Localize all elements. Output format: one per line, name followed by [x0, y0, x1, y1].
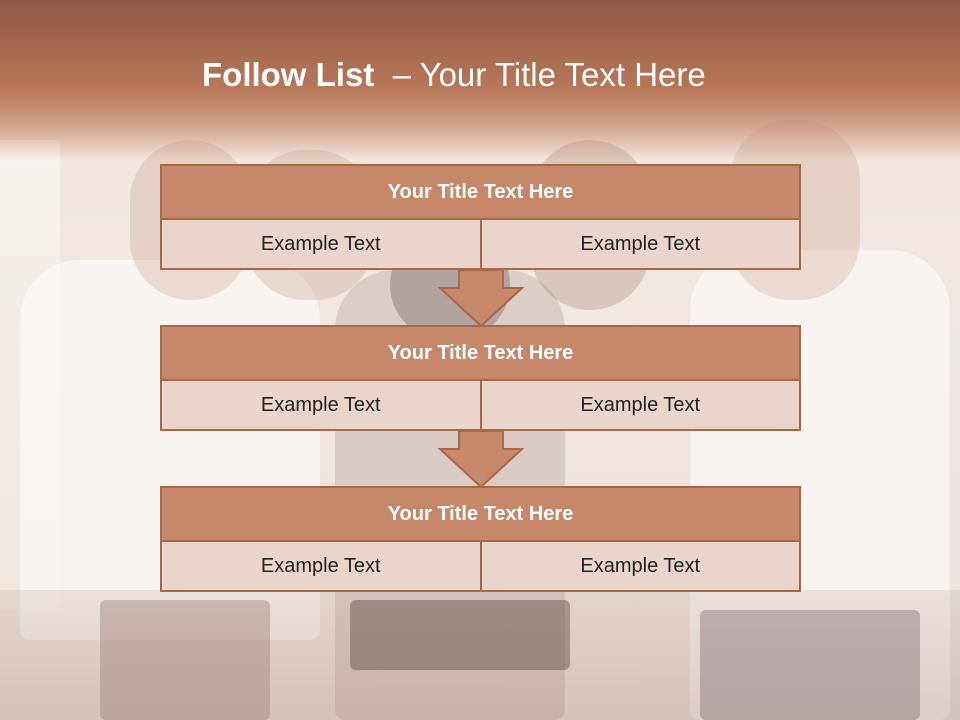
- block-row: Example Text Example Text: [160, 542, 801, 592]
- block-cell-right: Example Text: [481, 542, 801, 592]
- block-title: Your Title Text Here: [160, 325, 801, 381]
- background-floor: [0, 590, 960, 720]
- list-block-2: Your Title Text Here Example Text Exampl…: [160, 325, 801, 431]
- person-shape: [700, 610, 920, 720]
- header-band: [0, 0, 960, 160]
- block-row: Example Text Example Text: [160, 220, 801, 270]
- person-shape: [100, 600, 270, 720]
- block-cell-left: Example Text: [160, 381, 482, 431]
- down-arrow-icon: [438, 431, 524, 489]
- block-cell-left: Example Text: [160, 542, 482, 592]
- block-row: Example Text Example Text: [160, 381, 801, 431]
- tablet-device: [350, 600, 570, 670]
- slide-title: Follow List – Your Title Text Here: [0, 56, 960, 94]
- block-cell-right: Example Text: [481, 220, 801, 270]
- title-bold: Follow List: [202, 56, 375, 93]
- block-title: Your Title Text Here: [160, 486, 801, 542]
- block-title: Your Title Text Here: [160, 164, 801, 220]
- title-rest: – Your Title Text Here: [392, 56, 706, 93]
- down-arrow-icon: [438, 270, 524, 328]
- block-cell-right: Example Text: [481, 381, 801, 431]
- list-block-1: Your Title Text Here Example Text Exampl…: [160, 164, 801, 270]
- list-block-3: Your Title Text Here Example Text Exampl…: [160, 486, 801, 592]
- block-cell-left: Example Text: [160, 220, 482, 270]
